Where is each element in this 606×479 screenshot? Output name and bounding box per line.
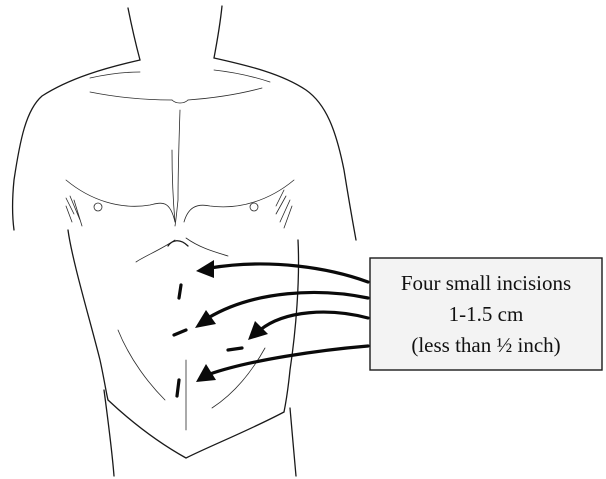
arrowhead-middle-right <box>248 321 268 340</box>
incision-lower <box>177 380 179 396</box>
right-shoulder-line <box>214 58 356 240</box>
left-nipple <box>94 203 102 211</box>
right-clavicle-line <box>188 88 262 100</box>
abdominal-oblique-right <box>212 348 265 408</box>
left-pectoral-line <box>66 180 175 222</box>
arrowhead-middle-left <box>195 310 216 328</box>
incision-upper <box>179 285 181 298</box>
arrow-to-upper-incision <box>210 264 368 282</box>
abdominal-oblique-left <box>118 330 165 400</box>
callout-line-2: 1-1.5 cm <box>449 302 524 326</box>
left-thigh-line <box>104 390 114 476</box>
callout-line-3: (less than ½ inch) <box>411 333 560 357</box>
left-armpit-shading <box>66 196 82 226</box>
torso-outline <box>13 6 357 476</box>
sternal-notch-line <box>172 100 188 103</box>
sternum-line-2 <box>172 150 175 222</box>
callout-arrows <box>195 260 368 382</box>
xiphoid-line <box>168 241 188 246</box>
arrow-to-middle-right-incision <box>260 312 368 330</box>
left-clavicle-line <box>90 92 172 100</box>
right-armpit-shading <box>276 190 292 228</box>
neck-left-line <box>128 8 140 60</box>
right-nipple <box>250 203 258 211</box>
left-waist-line <box>68 230 108 400</box>
left-rib-edge <box>136 240 175 262</box>
incision-middle-left <box>174 330 186 335</box>
right-pectoral-line <box>184 180 294 222</box>
callout-box: Four small incisions 1-1.5 cm (less than… <box>370 258 602 370</box>
neck-right-line <box>214 6 222 58</box>
lower-abdomen-line <box>108 400 284 458</box>
right-thigh-line <box>290 408 296 476</box>
arrowhead-upper <box>196 260 214 278</box>
callout-line-1: Four small incisions <box>401 271 571 295</box>
left-shoulder-line <box>13 60 141 230</box>
incision-middle-right <box>228 348 242 350</box>
left-trapezius-line <box>90 72 140 78</box>
right-trapezius-line <box>214 70 270 82</box>
sternum-line <box>175 110 180 226</box>
right-rib-edge <box>186 238 228 256</box>
